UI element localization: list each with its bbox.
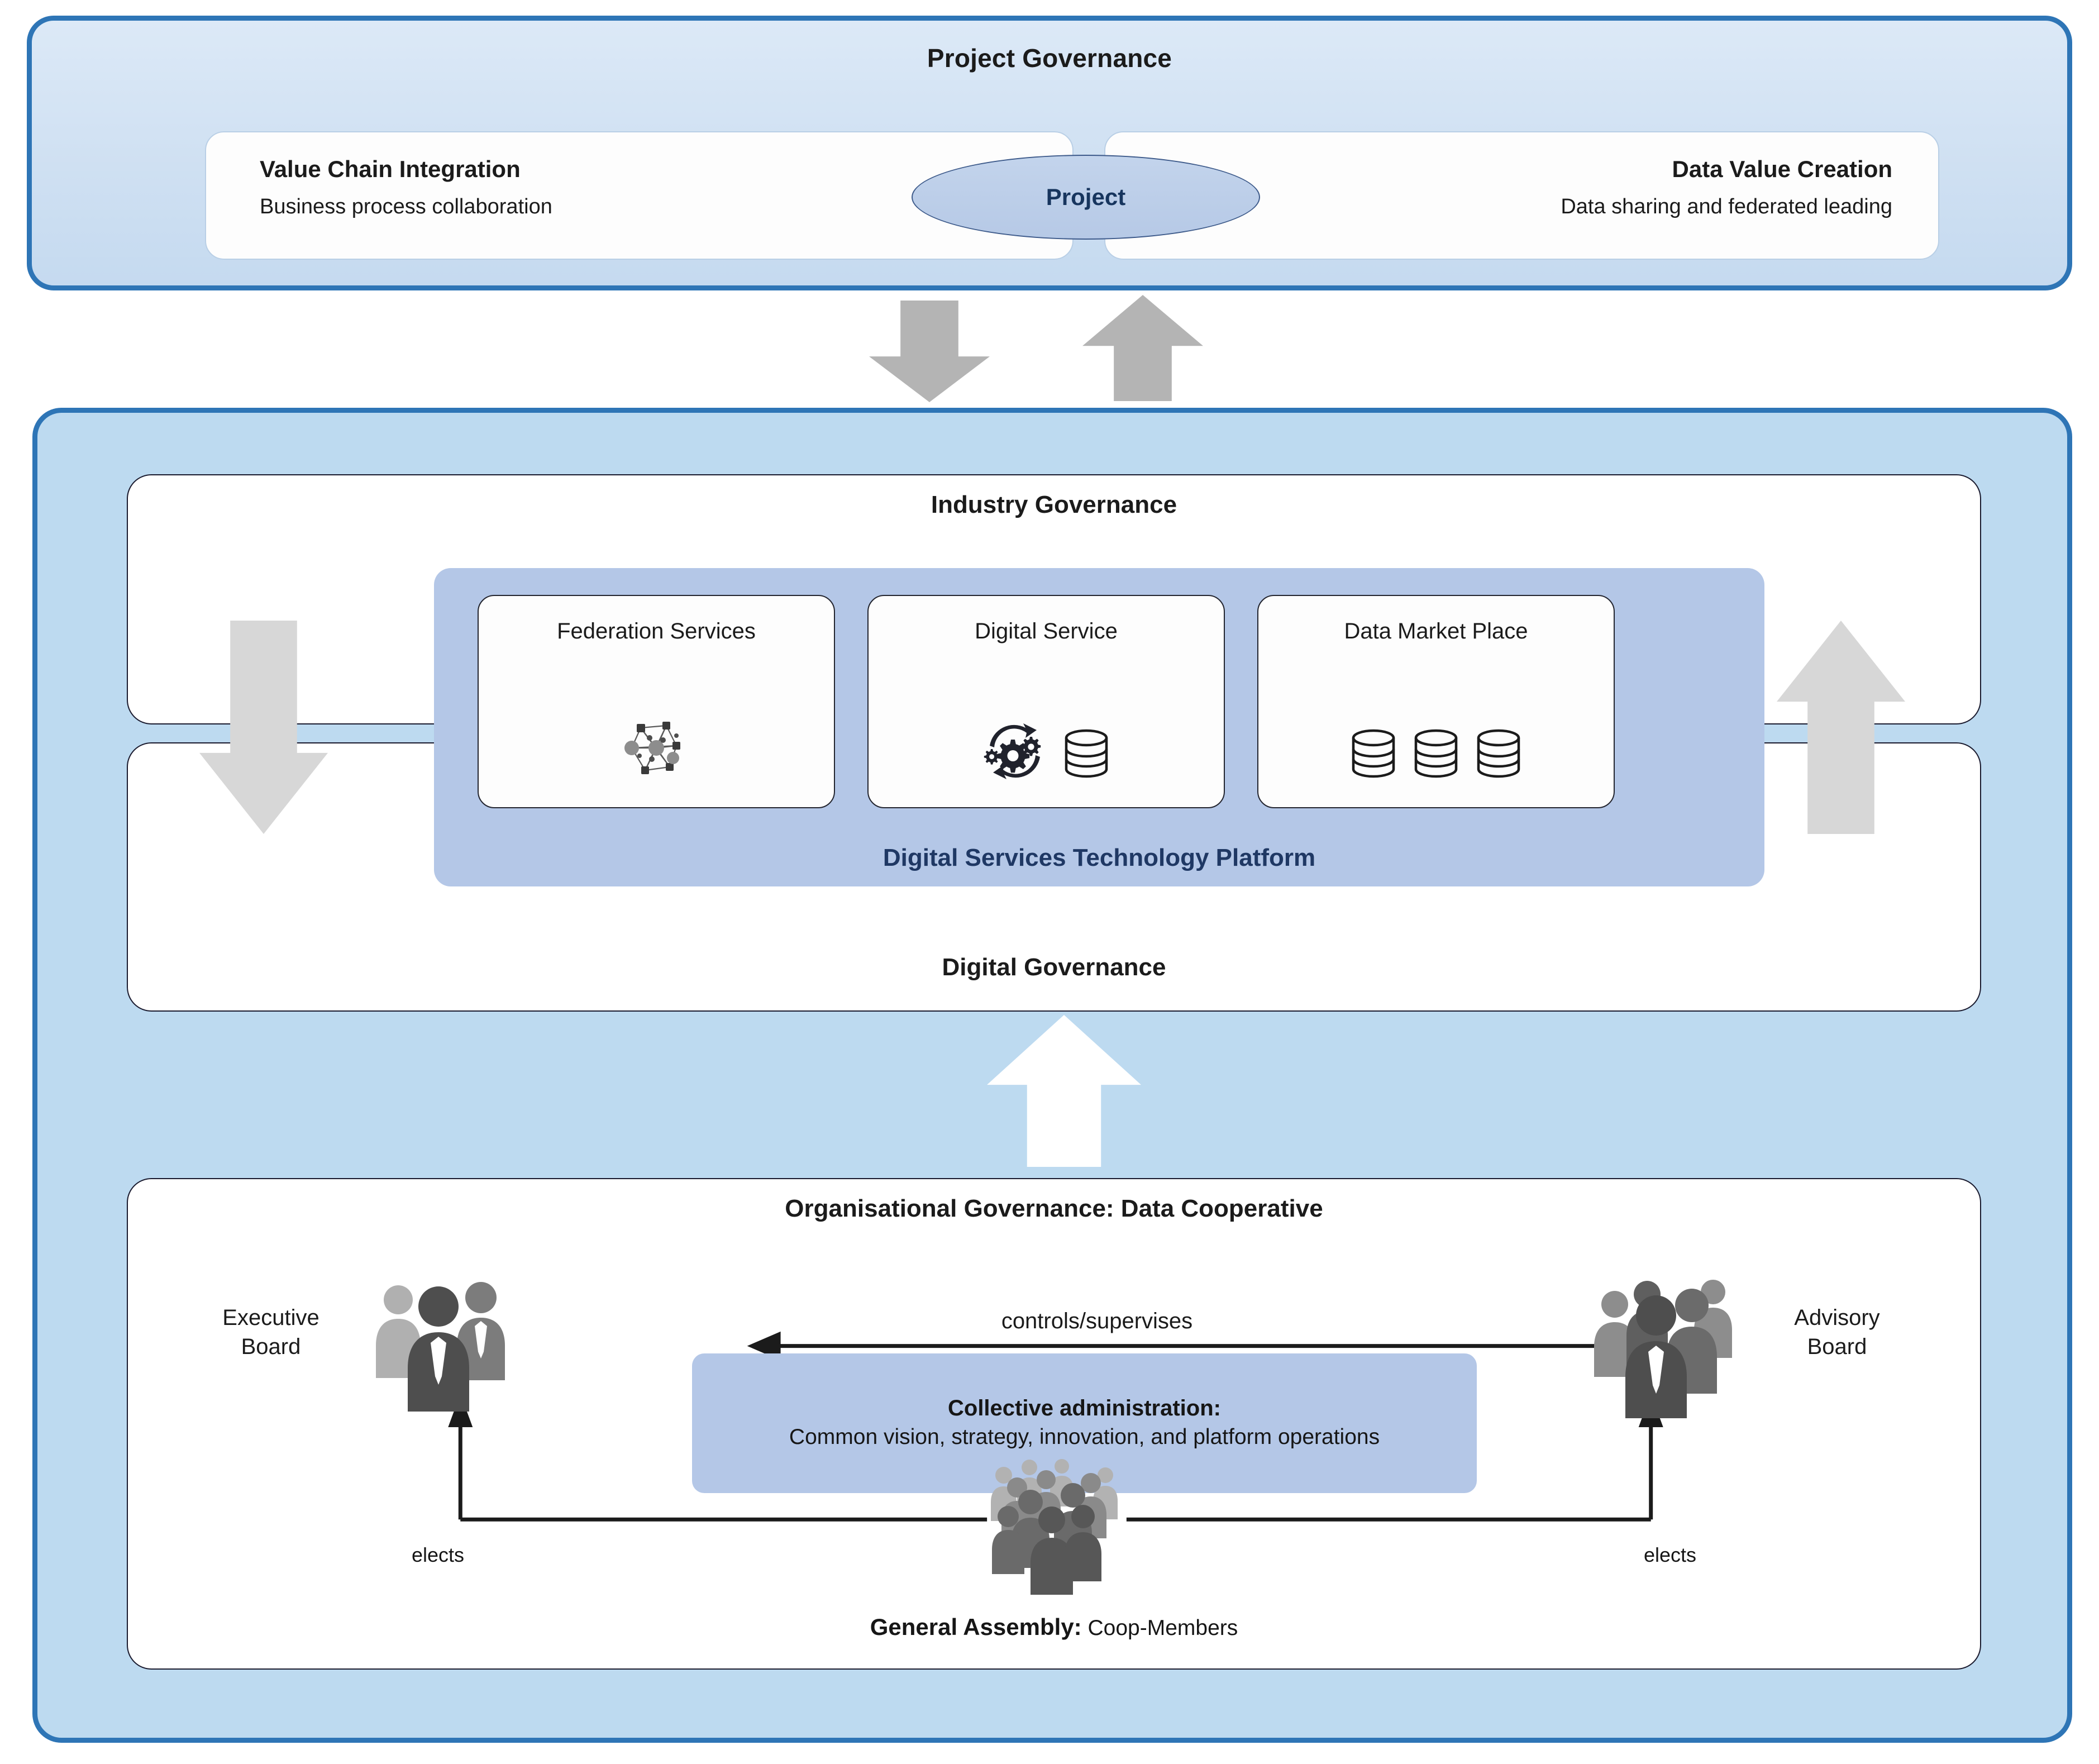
data-market-place-title: Data Market Place bbox=[1344, 619, 1528, 643]
gears-cycle-icon bbox=[982, 721, 1048, 783]
project-governance-title: Project Governance bbox=[927, 44, 1172, 73]
database-icon bbox=[1412, 727, 1460, 783]
organisational-governance-band: Organisational Governance: Data Cooperat… bbox=[127, 1178, 1981, 1670]
data-value-creation-card: Data Value Creation Data sharing and fed… bbox=[1104, 131, 1939, 260]
collective-administration-body: Common vision, strategy, innovation, and… bbox=[789, 1424, 1380, 1449]
value-chain-integration-subtitle: Business process collaboration bbox=[260, 195, 552, 218]
advisory-board-people-icon bbox=[1594, 1273, 1739, 1418]
database-icon bbox=[1475, 727, 1523, 783]
federation-services-title: Federation Services bbox=[557, 619, 756, 643]
elects-right-label: elects bbox=[1643, 1543, 1696, 1566]
arrow-down-icon bbox=[869, 301, 990, 402]
federation-services-card[interactable]: Federation Services bbox=[478, 595, 835, 808]
general-assembly-caption: General Assembly: Coop-Members bbox=[128, 1614, 1980, 1641]
federation-services-icons bbox=[479, 716, 834, 783]
controls-supervises-label: controls/supervises bbox=[1001, 1309, 1193, 1333]
project-governance-panel: Project Governance Value Chain Integrati… bbox=[27, 16, 2072, 290]
data-market-place-card[interactable]: Data Market Place bbox=[1257, 595, 1615, 808]
executive-board-label: Executive Board bbox=[222, 1305, 319, 1359]
elects-left-label: elects bbox=[412, 1543, 465, 1566]
collective-administration-box: Collective administration: Common vision… bbox=[692, 1353, 1477, 1493]
arrow-up-white-icon bbox=[987, 1015, 1141, 1167]
digital-service-title: Digital Service bbox=[975, 619, 1118, 643]
platform-label: Digital Services Technology Platform bbox=[882, 844, 1316, 871]
data-value-creation-subtitle: Data sharing and federated leading bbox=[1561, 195, 1892, 218]
digital-service-icons bbox=[869, 721, 1224, 783]
digital-services-technology-platform: Federation Services bbox=[434, 568, 1764, 886]
project-node-label: Project bbox=[1046, 184, 1126, 210]
general-assembly-rest: Coop-Members bbox=[1081, 1616, 1238, 1640]
data-value-creation-heading: Data Value Creation bbox=[1672, 156, 1892, 182]
industry-governance-title: Industry Governance bbox=[931, 491, 1177, 518]
value-chain-integration-heading: Value Chain Integration bbox=[260, 156, 521, 182]
general-assembly-strong: General Assembly: bbox=[870, 1614, 1082, 1640]
project-node: Project bbox=[912, 155, 1260, 240]
industry-and-digital-governance-panel: Industry Governance Digital Governance F… bbox=[32, 408, 2072, 1743]
collective-administration-title: Collective administration: bbox=[948, 1395, 1221, 1420]
organisational-governance-title: Organisational Governance: Data Cooperat… bbox=[785, 1195, 1323, 1222]
data-market-place-icons bbox=[1258, 727, 1614, 783]
network-graph-icon bbox=[623, 716, 690, 783]
arrow-up-icon bbox=[1082, 295, 1203, 401]
executive-board-people-icon bbox=[369, 1273, 514, 1418]
database-icon bbox=[1349, 727, 1397, 783]
digital-governance-title: Digital Governance bbox=[942, 953, 1166, 981]
general-assembly-people-icon bbox=[988, 1458, 1128, 1598]
database-icon bbox=[1062, 727, 1110, 783]
advisory-board-label: Advisory Board bbox=[1794, 1305, 1880, 1359]
digital-service-card[interactable]: Digital Service bbox=[867, 595, 1225, 808]
